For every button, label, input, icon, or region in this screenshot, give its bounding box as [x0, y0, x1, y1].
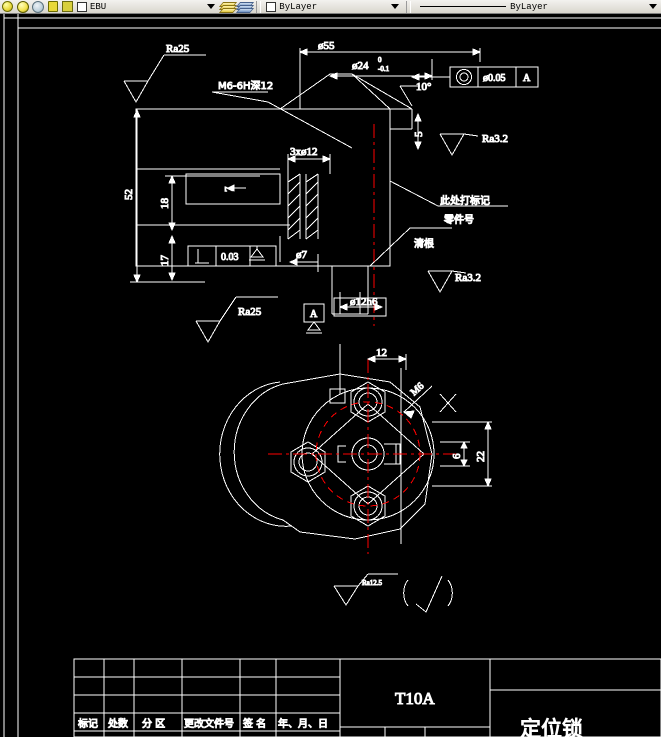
dim-d12h6	[333, 297, 387, 317]
layer-manager-icon[interactable]	[236, 1, 255, 13]
drawing-canvas[interactable]: ø55 ø24 0 -0.1 10° 5 ø0.05 A Ra25	[0, 14, 661, 737]
thread-label: M6-6H深12	[218, 80, 273, 92]
color-value-label: ByLayer	[279, 1, 318, 12]
layer-color-swatch[interactable]	[77, 1, 87, 12]
dim-d55-label: ø55	[318, 40, 335, 52]
plot-icon[interactable]	[61, 0, 74, 13]
linetype-value-label: ByLayer	[510, 1, 548, 12]
dim-d55	[298, 48, 482, 109]
dim-22-label: 22	[475, 451, 487, 462]
general-finish-symbol	[333, 573, 453, 613]
dim-18	[165, 174, 260, 232]
dim-52	[130, 108, 205, 284]
finish-ra32-upper-label: Ra3.2	[482, 133, 508, 145]
freeze-icon[interactable]	[31, 0, 44, 13]
gtol-concentricity-datum: A	[523, 73, 531, 84]
dim-6	[440, 440, 470, 468]
hex-hole-left	[290, 441, 326, 483]
finish-ra25-lower-label: Ra25	[238, 306, 262, 318]
toolbar-separator-1	[256, 0, 262, 13]
dim-12-label: 12	[376, 347, 387, 359]
gtol-perpendicularity-frame	[187, 245, 277, 267]
linetype-dropdown-caret[interactable]	[649, 4, 658, 9]
note-clear-root: 清根	[414, 237, 434, 250]
dim-3xd12-label: 3xø12	[290, 146, 318, 158]
dim-12	[366, 354, 408, 370]
thread-leader	[211, 91, 353, 149]
toolbar-separator-2	[406, 0, 412, 13]
note-leaders	[369, 180, 508, 267]
dim-5-label: 5	[413, 131, 425, 137]
finish-ra25-lower	[195, 296, 278, 344]
sun-icon[interactable]	[16, 0, 29, 13]
datum-a-box	[303, 303, 325, 334]
finish-ra32-lower	[427, 270, 467, 294]
dim-d12h6-label: ø12h6	[350, 296, 378, 308]
rev-header-5: 年、月、日	[278, 717, 328, 730]
dim-d24-tol-lower: -0.1	[378, 65, 390, 73]
lock-icon[interactable]	[46, 0, 59, 13]
finish-ra32-lower-label: Ra3.2	[455, 272, 481, 284]
note-part-number: 零件号	[444, 214, 474, 226]
bottom-view-center-lines	[268, 359, 460, 554]
gtol-perpendicularity-datum-symbol	[249, 246, 265, 261]
layer-toolbar[interactable]: EBU ByLayer ByLayer	[0, 0, 661, 14]
dim-52-label: 52	[123, 189, 135, 200]
top-view-geometry	[135, 73, 413, 315]
rev-header-2: 分 区	[142, 718, 165, 730]
rev-header-3: 更改文件号	[184, 717, 234, 730]
bolt-circle	[315, 401, 421, 507]
dim-3xd12	[286, 154, 332, 174]
dim-d24-tol-upper: 0	[378, 56, 382, 64]
hex-note-label: M6	[409, 381, 427, 398]
dim-5	[414, 112, 422, 151]
angle-leader	[399, 85, 420, 107]
dim-22	[432, 420, 492, 488]
bottom-view-geometry	[219, 344, 435, 544]
layer-name-label: EBU	[90, 1, 107, 12]
dim-17	[168, 234, 176, 282]
layer-dropdown-caret[interactable]	[207, 4, 216, 9]
dim-18-label: 18	[159, 198, 171, 210]
gtol-perpendicularity-value: 0.03	[221, 252, 239, 263]
hex-note-leader	[402, 385, 433, 419]
dim-d7-label: ø7	[296, 249, 308, 261]
section-mark-x	[439, 393, 457, 413]
general-finish-value: Ra12.5	[362, 579, 383, 587]
rev-header-0: 标记	[78, 718, 98, 730]
rev-header-4: 签 名	[243, 717, 266, 730]
color-dropdown-caret[interactable]	[391, 4, 400, 9]
sheet-border	[3, 14, 661, 737]
finish-ra32-upper	[439, 133, 479, 157]
note-mark-here: 此处打标记	[440, 194, 490, 207]
lightbulb-icon[interactable]	[1, 0, 14, 13]
linetype-preview-icon	[420, 6, 507, 7]
dim-7-label: 7	[223, 186, 235, 192]
dim-6-label: 6	[451, 453, 463, 459]
color-swatch[interactable]	[266, 1, 277, 12]
gtol-concentricity-value: ø0.05	[483, 73, 506, 84]
layer-previous-icon[interactable]	[219, 1, 238, 13]
title-block	[73, 658, 661, 737]
dim-d7	[279, 236, 319, 272]
finish-ra25-upper	[123, 54, 206, 104]
dim-17-label: 17	[159, 255, 171, 267]
angle-label: 10°	[416, 81, 431, 93]
finish-ra25-upper-label: Ra25	[166, 43, 190, 55]
rev-header-1: 处数	[108, 717, 128, 730]
dim-7	[226, 184, 246, 192]
datum-a-label: A	[310, 309, 318, 320]
dim-d24-label: ø24	[352, 60, 369, 72]
part-name-label: 定位锁	[520, 717, 583, 737]
material-label: T10A	[395, 689, 435, 708]
